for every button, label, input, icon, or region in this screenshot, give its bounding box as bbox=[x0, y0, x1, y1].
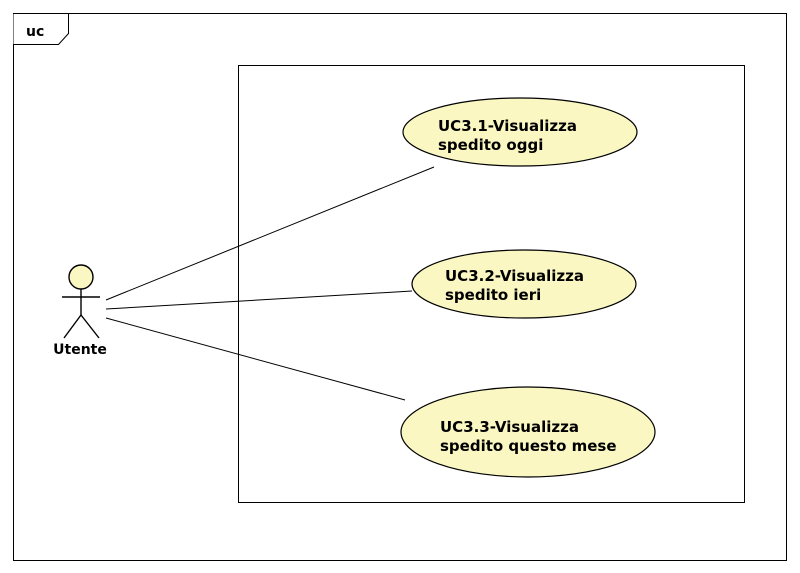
use-case-label-line-2: spedito questo mese bbox=[440, 437, 617, 455]
use-case-ellipse bbox=[402, 97, 638, 167]
actor-head bbox=[68, 264, 94, 290]
association-uc-3-1 bbox=[105, 166, 435, 301]
association-uc-3-3 bbox=[105, 317, 406, 401]
association-uc-3-2 bbox=[105, 290, 413, 310]
use-case-ellipse bbox=[400, 386, 656, 478]
actor-label: Utente bbox=[53, 342, 107, 358]
use-case-label-line-1: UC3.1-Visualizza bbox=[438, 117, 577, 135]
use-case-uc-3-2[interactable]: UC3.2-Visualizza spedito ieri bbox=[411, 249, 637, 319]
use-case-label-line-2: spedito ieri bbox=[445, 286, 541, 304]
actor-leg-left bbox=[63, 314, 82, 339]
frame-label-tab bbox=[13, 13, 69, 45]
use-case-label-line-1: UC3.3-Visualizza bbox=[440, 418, 579, 436]
frame-label: uc bbox=[26, 24, 44, 40]
use-case-label-line-1: UC3.2-Visualizza bbox=[445, 267, 584, 285]
use-case-uc-3-3[interactable]: UC3.3-Visualizza spedito questo mese bbox=[400, 386, 656, 478]
actor-leg-right bbox=[80, 314, 100, 339]
actor-utente[interactable]: Utente bbox=[53, 264, 107, 358]
use-case-ellipse bbox=[411, 249, 637, 319]
use-case-label-line-2: spedito oggi bbox=[438, 136, 543, 154]
use-case-uc-3-1[interactable]: UC3.1-Visualizza spedito oggi bbox=[402, 97, 638, 167]
